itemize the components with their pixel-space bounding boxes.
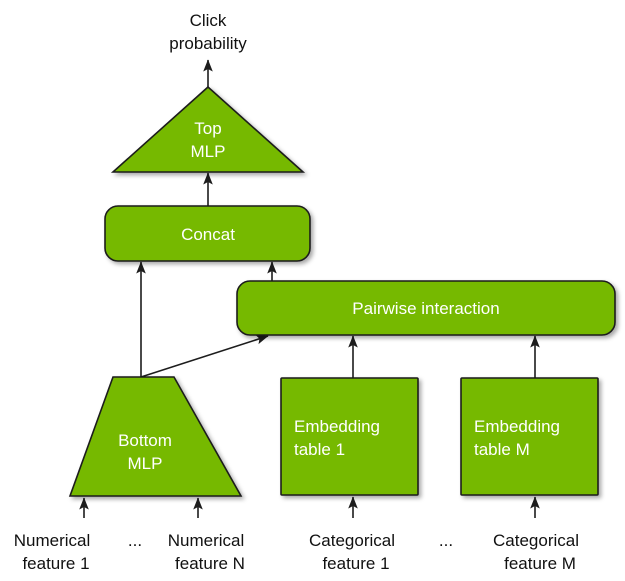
node-concat[interactable]: Concat (104, 205, 311, 262)
node-bottom-mlp[interactable]: Bottom MLP (68, 376, 243, 497)
concat-label: Concat (181, 225, 235, 244)
node-pairwise-interaction[interactable]: Pairwise interaction (236, 280, 616, 336)
node-embedding-table-m[interactable]: Embedding table M (460, 377, 599, 496)
numerical-ellipsis: ... (128, 531, 142, 550)
embedding-table-m-label-line1: Embedding (474, 417, 560, 436)
embedding-table-m-label-line2: table M (474, 440, 530, 459)
node-embedding-table-1[interactable]: Embedding table 1 (280, 377, 419, 496)
numerical-feature-1-line1: Numerical (14, 531, 91, 550)
pairwise-interaction-label: Pairwise interaction (352, 299, 499, 318)
bottom-mlp-label-line2: MLP (128, 454, 163, 473)
bottom-mlp-trapezoid[interactable] (68, 376, 243, 497)
input-categorical-feature-m: Categorical feature M (493, 531, 579, 573)
pairwise-interaction-box[interactable] (236, 280, 616, 336)
bottom-mlp-label-line1: Bottom (118, 431, 172, 450)
top-mlp-label-line1: Top (194, 119, 221, 138)
categorical-feature-m-line1: Categorical (493, 531, 579, 550)
categorical-feature-1-line1: Categorical (309, 531, 395, 550)
categorical-feature-1-line2: feature 1 (322, 554, 389, 573)
numerical-feature-n-line2: feature N (175, 554, 245, 573)
input-numerical-feature-1: Numerical feature 1 (14, 531, 91, 573)
concat-box[interactable] (104, 205, 311, 262)
edge-bottommlp-to-pairwise (140, 334, 269, 378)
input-numerical-feature-n: Numerical feature N (168, 531, 245, 573)
categorical-feature-m-line2: feature M (504, 554, 576, 573)
numerical-feature-n-line1: Numerical (168, 531, 245, 550)
embedding-table-1-label-line1: Embedding (294, 417, 380, 436)
embedding-table-1-label-line2: table 1 (294, 440, 345, 459)
node-top-mlp[interactable]: Top MLP (110, 85, 306, 173)
output-label-line2: probability (169, 34, 247, 53)
output-label-line1: Click (190, 11, 227, 30)
categorical-ellipsis: ... (439, 531, 453, 550)
input-categorical-feature-1: Categorical feature 1 (309, 531, 395, 573)
embedding-table-m-box[interactable] (460, 377, 599, 496)
top-mlp-label-line2: MLP (191, 142, 226, 161)
numerical-feature-1-line2: feature 1 (22, 554, 89, 573)
top-mlp-triangle[interactable] (110, 85, 306, 173)
embedding-table-1-box[interactable] (280, 377, 419, 496)
